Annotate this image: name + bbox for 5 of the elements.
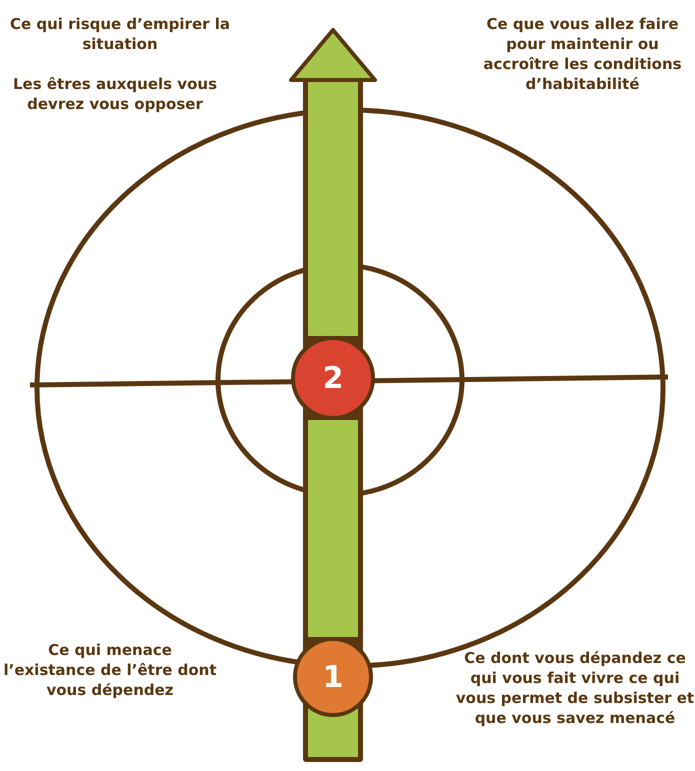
quadrant-note: Ce qui menace l’existance de l’être dont vous dépendez	[2, 640, 218, 700]
quadrant-note: Ce que vous allez faire pour maintenir ou accroître les conditions d’habitabilité	[482, 14, 683, 94]
quadrant-note: Ce dont vous dépandez ce qui vous fait vivre ce qui vous permet de subsister et que vous savez menacé	[455, 648, 695, 728]
quadrant-note: Les êtres auxquels vous devrez vous opposer	[12, 74, 218, 114]
quadrant-note: Ce qui risque d’empirer la situation	[8, 14, 232, 54]
